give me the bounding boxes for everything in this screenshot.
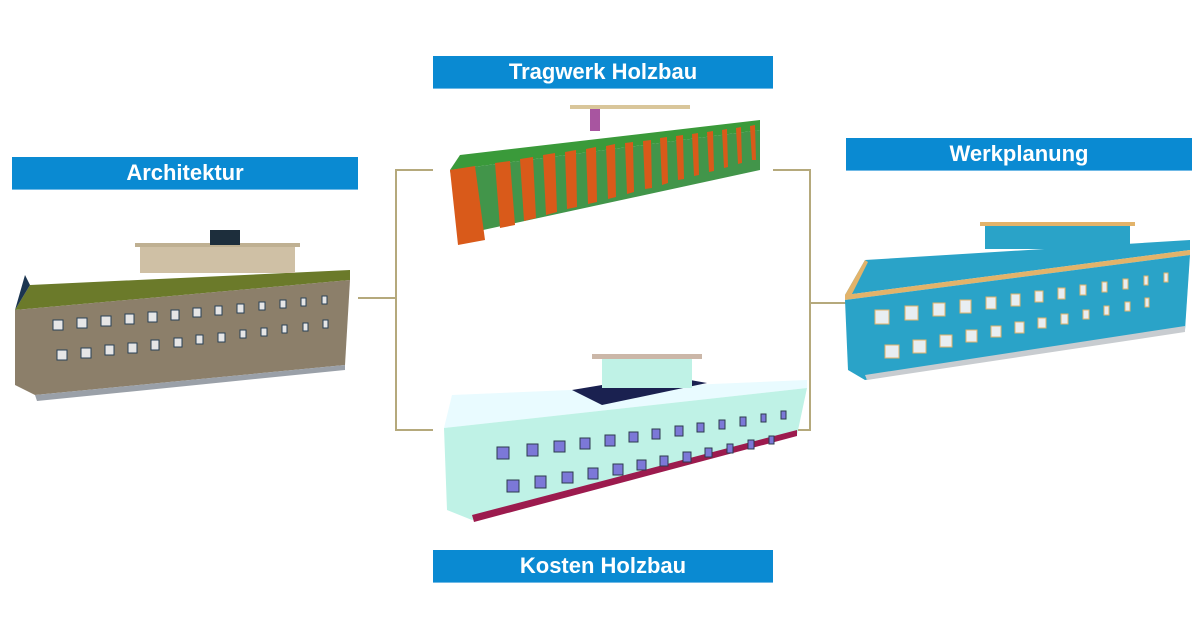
architektur-model-image — [15, 230, 350, 401]
connector-left-bottom — [395, 429, 433, 431]
tragwerk-model-image — [450, 105, 760, 245]
connector-left-top — [395, 169, 433, 171]
connector-left-vertical — [395, 169, 397, 431]
kosten-model-image — [444, 354, 807, 522]
connector-right-stub — [809, 302, 847, 304]
label-werkplanung: Werkplanung — [846, 138, 1192, 171]
label-architektur: Architektur — [12, 157, 358, 190]
connector-right-vertical — [809, 169, 811, 431]
werkplanung-model-image — [845, 222, 1190, 380]
label-kosten-holzbau: Kosten Holzbau — [433, 550, 773, 583]
label-tragwerk-holzbau: Tragwerk Holzbau — [433, 56, 773, 89]
connector-right-top — [773, 169, 811, 171]
connector-left-stub — [358, 297, 396, 299]
